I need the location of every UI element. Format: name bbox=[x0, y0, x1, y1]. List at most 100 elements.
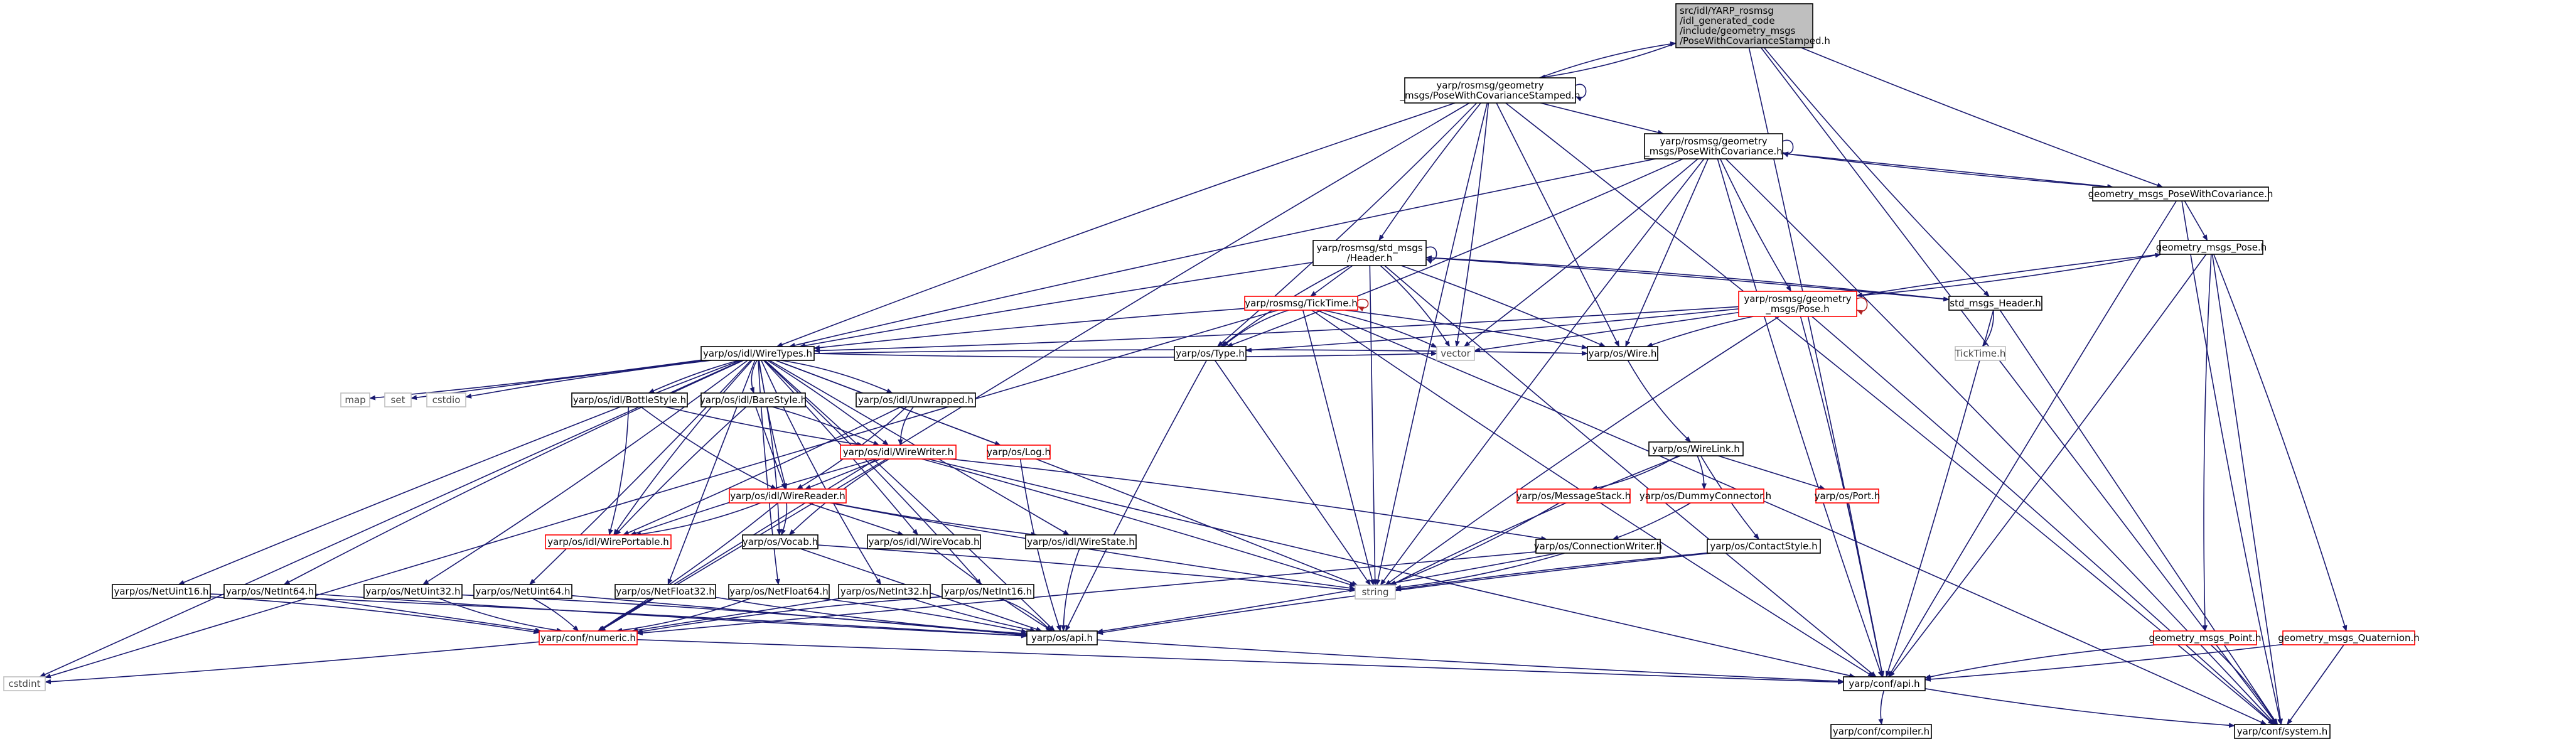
node-label-line: yarp/os/NetUint64.h bbox=[475, 586, 570, 597]
node-cstdint[interactable]: cstdint bbox=[3, 676, 46, 691]
node-g_pose[interactable]: geometry_msgs_Pose.h bbox=[2156, 240, 2267, 255]
node-label-line: string bbox=[1361, 586, 1388, 598]
node-label-line: yarp/conf/api.h bbox=[1849, 678, 1919, 689]
node-box bbox=[1646, 488, 1764, 504]
node-wirestate[interactable]: yarp/os/idl/WireState.h bbox=[1025, 534, 1137, 549]
node-g_quat[interactable]: geometry_msgs_Quaternion.h bbox=[2278, 630, 2420, 645]
edge-pwcs-pwcs bbox=[1575, 84, 1587, 102]
node-label-line: _msgs/PoseWithCovariance.h bbox=[1644, 146, 1783, 158]
node-wirelink[interactable]: yarp/os/WireLink.h bbox=[1648, 441, 1744, 456]
edge-netint32-numeric bbox=[631, 598, 840, 633]
node-connwriter[interactable]: yarp/os/ConnectionWriter.h bbox=[1534, 539, 1662, 554]
node-pwc[interactable]: yarp/rosmsg/geometry_msgs/PoseWithCovari… bbox=[1644, 133, 1783, 159]
node-contactstyle[interactable]: yarp/os/ContactStyle.h bbox=[1707, 539, 1821, 554]
edge-header-wiretypes bbox=[799, 261, 1314, 348]
node-confapi[interactable]: yarp/conf/api.h bbox=[1843, 676, 1926, 691]
node-label-line: geometry_msgs_Quaternion.h bbox=[2278, 632, 2420, 644]
node-map[interactable]: map bbox=[340, 392, 370, 407]
edge-pwcs-pwc bbox=[1540, 102, 1664, 135]
edge-wirereader-wirevocab bbox=[808, 502, 904, 536]
node-pose[interactable]: yarp/rosmsg/geometry_msgs/Pose.h bbox=[1738, 291, 1857, 317]
edge-wirewriter-wirereader bbox=[804, 458, 881, 490]
edge-pwcs-ostype bbox=[1216, 102, 1478, 347]
node-netint32[interactable]: yarp/os/NetInt32.h bbox=[838, 584, 931, 599]
node-label-line: yarp/os/Port.h bbox=[1815, 490, 1881, 502]
edge-dummyconn-connwriter bbox=[1612, 502, 1691, 540]
node-ticktime_h[interactable]: TickTime.h bbox=[1955, 346, 2006, 361]
node-osapi[interactable]: yarp/os/api.h bbox=[1026, 630, 1098, 645]
node-dummyconn[interactable]: yarp/os/DummyConnector.h bbox=[1640, 488, 1771, 504]
node-root[interactable]: src/idl/YARP_rosmsg/idl_generated_code/i… bbox=[1675, 3, 1830, 48]
edge-g_pose-g_quat bbox=[2213, 254, 2348, 632]
node-label-line: yarp/os/NetUint32.h bbox=[365, 586, 460, 597]
node-vector[interactable]: vector bbox=[1436, 346, 1475, 361]
edge-wiretypes-netint32 bbox=[761, 360, 881, 585]
node-box bbox=[1174, 346, 1247, 361]
node-netint64[interactable]: yarp/os/NetInt64.h bbox=[223, 584, 316, 599]
node-g_pwc[interactable]: geometry_msgs_PoseWithCovariance.h bbox=[2088, 186, 2273, 202]
node-system[interactable]: yarp/conf/system.h bbox=[2234, 724, 2331, 739]
node-port[interactable]: yarp/os/Port.h bbox=[1815, 488, 1881, 504]
node-box bbox=[1648, 441, 1744, 456]
node-box bbox=[1312, 240, 1427, 266]
node-netint16[interactable]: yarp/os/NetInt16.h bbox=[942, 584, 1034, 599]
edge-g_quat-system bbox=[2287, 644, 2344, 725]
node-wirereader[interactable]: yarp/os/idl/WireReader.h bbox=[729, 488, 847, 504]
node-box bbox=[700, 346, 815, 361]
node-numeric[interactable]: yarp/conf/numeric.h bbox=[539, 630, 638, 645]
edge-ticktime-wiretypes bbox=[813, 308, 1245, 350]
node-box bbox=[340, 392, 370, 407]
node-box bbox=[1355, 585, 1396, 600]
node-netfloat32[interactable]: yarp/os/NetFloat32.h bbox=[614, 584, 716, 599]
node-label-line: yarp/rosmsg/geometry bbox=[1660, 136, 1767, 147]
edge-netuint32-numeric bbox=[439, 598, 563, 633]
node-compiler[interactable]: yarp/conf/compiler.h bbox=[1830, 724, 1932, 739]
node-msgstack[interactable]: yarp/os/MessageStack.h bbox=[1516, 488, 1631, 504]
node-box bbox=[426, 392, 466, 407]
edge-header-string bbox=[1369, 265, 1378, 586]
edge-msgstack-string bbox=[1388, 502, 1560, 586]
node-box bbox=[1843, 676, 1926, 691]
node-ostype[interactable]: yarp/os/Type.h bbox=[1174, 346, 1247, 361]
edge-ticktime-wire bbox=[1345, 310, 1588, 350]
edge-wirereader-wirestate bbox=[832, 502, 1038, 537]
node-pwcs[interactable]: yarp/rosmsg/geometry_msgs/PoseWithCovari… bbox=[1399, 77, 1580, 104]
node-box bbox=[1436, 346, 1475, 361]
node-g_point[interactable]: geometry_msgs_Point.h bbox=[2149, 630, 2262, 645]
node-wirevocab[interactable]: yarp/os/idl/WireVocab.h bbox=[867, 534, 981, 549]
node-label-line: set bbox=[391, 394, 405, 406]
node-label-line: geometry_msgs_Pose.h bbox=[2156, 242, 2267, 254]
node-ticktime[interactable]: yarp/rosmsg/TickTime.h bbox=[1244, 296, 1358, 311]
node-std_header[interactable]: std_msgs_Header.h bbox=[1948, 296, 2042, 311]
node-unwrapped[interactable]: yarp/os/idl/Unwrapped.h bbox=[856, 392, 976, 407]
node-box bbox=[856, 392, 976, 407]
node-wiretypes[interactable]: yarp/os/idl/WireTypes.h bbox=[700, 346, 815, 361]
node-netuint32[interactable]: yarp/os/NetUint32.h bbox=[363, 584, 463, 599]
node-log[interactable]: yarp/os/Log.h bbox=[987, 445, 1051, 460]
edge-contactstyle-osapi bbox=[1097, 553, 1711, 635]
edge-vocab-string bbox=[817, 544, 1356, 593]
edge-pose-pose bbox=[1856, 297, 1868, 315]
node-wire[interactable]: yarp/os/Wire.h bbox=[1587, 346, 1658, 361]
node-netfloat64[interactable]: yarp/os/NetFloat64.h bbox=[728, 584, 830, 599]
node-label-line: yarp/conf/system.h bbox=[2237, 726, 2328, 737]
node-label-line: yarp/os/NetFloat64.h bbox=[729, 586, 829, 597]
edge-wirereader-wireportable bbox=[635, 502, 761, 537]
edge-wiretypes-netfloat32 bbox=[667, 360, 756, 585]
edge-bottlestyle-wireportable bbox=[608, 406, 630, 536]
node-cstdio[interactable]: cstdio bbox=[426, 392, 466, 407]
node-header[interactable]: yarp/rosmsg/std_msgs/Header.h bbox=[1312, 240, 1427, 266]
node-wirewriter[interactable]: yarp/os/idl/WireWriter.h bbox=[840, 445, 957, 460]
edge-pwcs-string bbox=[1375, 102, 1488, 586]
node-box bbox=[1535, 539, 1661, 554]
node-vocab[interactable]: yarp/os/Vocab.h bbox=[742, 534, 818, 549]
node-bottlestyle[interactable]: yarp/os/idl/BottleStyle.h bbox=[571, 392, 688, 407]
edge-wiretypes-cstdio bbox=[465, 360, 712, 399]
node-netuint64[interactable]: yarp/os/NetUint64.h bbox=[473, 584, 572, 599]
node-string[interactable]: string bbox=[1355, 585, 1396, 600]
node-netuint16[interactable]: yarp/os/NetUint16.h bbox=[112, 584, 211, 599]
node-wireportable[interactable]: yarp/os/idl/WirePortable.h bbox=[545, 534, 672, 549]
node-barestyle[interactable]: yarp/os/idl/BareStyle.h bbox=[700, 392, 807, 407]
node-set[interactable]: set bbox=[384, 392, 412, 407]
